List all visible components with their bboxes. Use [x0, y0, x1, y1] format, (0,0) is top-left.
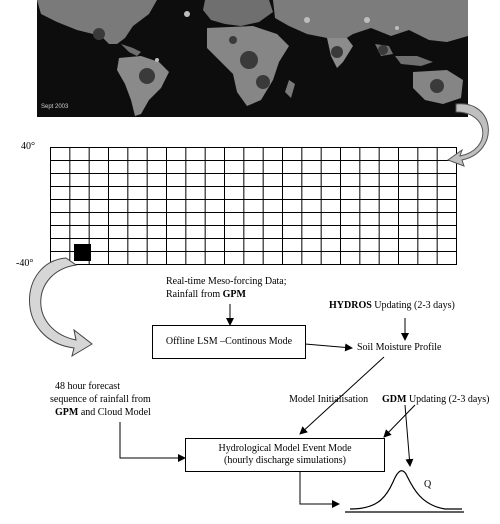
arrow-hydro-to-q — [299, 471, 340, 508]
curved-arrow-map-to-grid — [446, 103, 489, 167]
forecast-line1: 48 hour forecast — [55, 381, 120, 392]
discharge-q-label: Q — [424, 479, 432, 490]
gdm-updating-label: GDM Updating (2-3 days) — [382, 394, 490, 405]
model-initialisation-label: Model Initialisation — [289, 394, 369, 405]
hydros-updating-label: HYDROS Updating (2-3 days) — [329, 300, 455, 311]
forecast-line3: GPM and Cloud Model — [55, 407, 151, 418]
meso-forcing-line1: Real-time Meso-forcing Data; — [166, 276, 287, 287]
latitude-bottom-label: -40° — [16, 258, 34, 269]
soil-moisture-label: Soil Moisture Profile — [357, 342, 442, 353]
latitude-top-label: 40° — [21, 141, 35, 152]
offline-lsm-box: Offline LSM –Continous Mode — [152, 325, 306, 359]
world-map-image: Sept 2003 — [37, 0, 468, 117]
arrow-gdm-to-q — [404, 404, 414, 467]
arrow-soil-to-hydro — [299, 356, 385, 435]
lat-lon-grid — [50, 147, 457, 265]
arrow-gdm-to-hydro — [383, 404, 416, 438]
forecast-line2: sequence of rainfall from — [50, 394, 151, 405]
meso-forcing-line2: Rainfall from GPM — [166, 289, 246, 300]
selected-grid-cell — [74, 244, 91, 261]
world-map-landmasses — [37, 0, 468, 116]
arrow-lsm-to-soil — [304, 343, 353, 352]
arrow-forecast-to-hydro — [119, 422, 186, 462]
hydrograph-curve — [345, 470, 464, 513]
hydrological-model-box: Hydrological Model Event Mode (hourly di… — [185, 438, 385, 472]
curved-arrow-cell-to-lsm — [29, 257, 93, 358]
map-credit: Sept 2003 — [41, 104, 69, 110]
